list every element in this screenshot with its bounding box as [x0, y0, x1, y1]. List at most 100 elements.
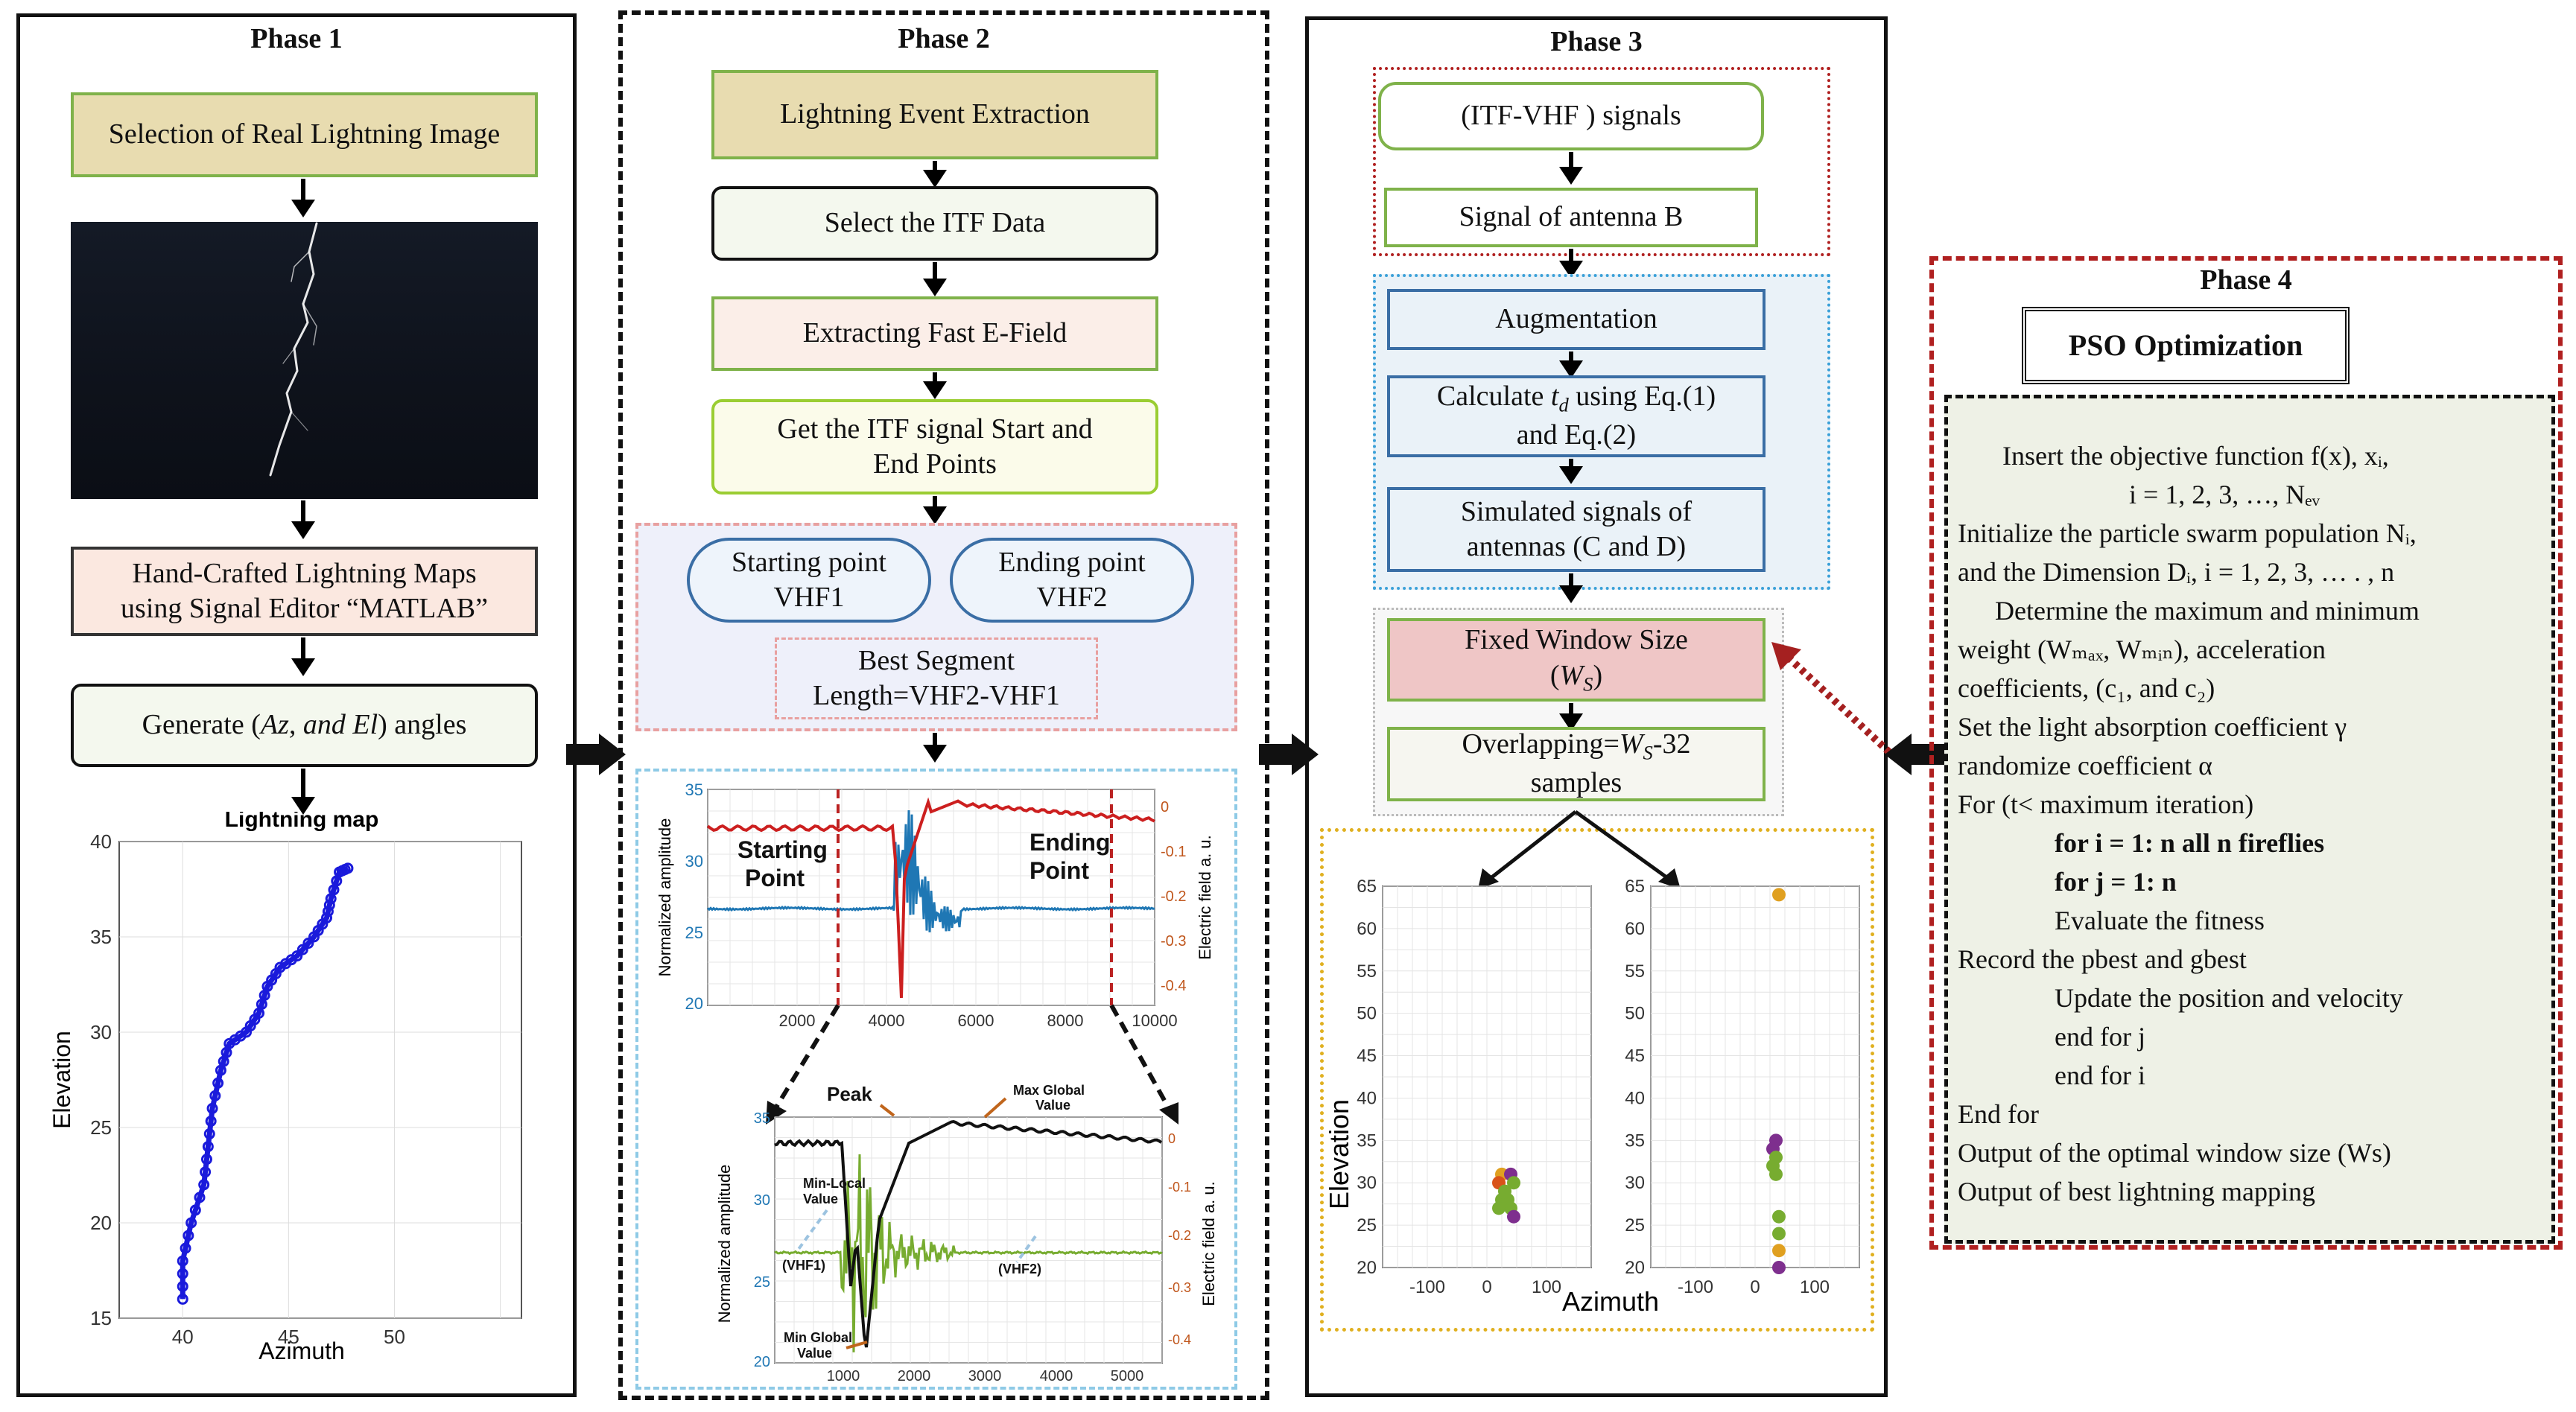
feedback-arrow: [1771, 642, 1892, 755]
phase3-title: Phase 3: [1550, 26, 1643, 57]
arrow-p3-1: [1559, 152, 1583, 185]
starting-point-line2: VHF1: [773, 582, 845, 613]
bot-xtick-3: 4000: [1040, 1368, 1073, 1384]
fixed-window-box: Fixed Window Size (WS): [1387, 618, 1766, 702]
min-local-label-1: Min-Local: [803, 1176, 866, 1191]
map-point-43: [322, 906, 334, 918]
top-ylabel-left: Normalized amplitude: [656, 818, 674, 977]
bot-xtick-0: 1000: [827, 1368, 860, 1384]
min-local-label-2: Value: [803, 1192, 838, 1206]
scatter-ytick-0-5: 40: [1357, 1088, 1377, 1108]
bot-ytick-0: 35: [754, 1110, 770, 1127]
map-point-5: [183, 1230, 194, 1241]
overlapping-box: Overlapping=WS-32 samples: [1387, 727, 1766, 801]
map-xtick-1: 45: [278, 1326, 299, 1348]
scatter-ylabel: Elevation: [1324, 1099, 1354, 1209]
scatter-right-point-8: [1772, 1244, 1786, 1258]
phase2-fast-efield-box: Extracting Fast E-Field: [711, 296, 1158, 371]
scatter-xtick-0-2: 100: [1532, 1277, 1561, 1297]
scatter-ytick-1-7: 30: [1625, 1173, 1645, 1193]
zoom-arrows: [766, 1004, 1178, 1125]
bottom-signal-plot: 35 30 25 20 0 -0.1 -0.2 -0.3 -0.4 1000 2…: [708, 1080, 1229, 1393]
max-global-label-2: Value: [1035, 1098, 1070, 1113]
pso-line-11: for j = 1: n: [2055, 867, 2177, 897]
map-ytick-0: 15: [90, 1307, 112, 1329]
calculate-td-box: Calculate td using Eq.(1) and Eq.(2): [1387, 375, 1766, 457]
scatter-xtick-0-1: 0: [1482, 1277, 1491, 1297]
map-ylabel: Elevation: [48, 1031, 75, 1129]
pso-line-18: Output of the optimal window size (Ws): [1958, 1138, 2391, 1168]
start-end-line1: Get the ITF signal Start and: [777, 413, 1093, 445]
phase1-selection-box: Selection of Real Lightning Image: [71, 92, 538, 177]
phase-arrow-2-3: [1259, 734, 1319, 775]
itf-vhf-box: (ITF-VHF ) signals: [1378, 82, 1764, 150]
overlap-line1: Overlapping=WS-32: [1462, 727, 1691, 766]
bot-xtick-4: 5000: [1111, 1368, 1144, 1384]
top-ytick-0: 35: [685, 782, 703, 799]
simulated-line1: Simulated signals of: [1460, 495, 1693, 527]
top-label-start-1: Starting: [737, 836, 828, 863]
antenna-b-box: Signal of antenna B: [1384, 188, 1758, 247]
scatter-xtick-1-1: 0: [1750, 1277, 1760, 1297]
top-label-start-2: Point: [745, 865, 805, 891]
scatter-right-point-9: [1772, 1261, 1786, 1274]
map-point-0: [177, 1293, 188, 1305]
phase-arrow-1-2: [566, 734, 626, 775]
handcrafted-line1: Hand-Crafted Lightning Maps: [132, 557, 477, 589]
arrow-p1-1: [291, 179, 315, 217]
map-point-6: [185, 1217, 197, 1229]
calculate-sub: d: [1558, 393, 1569, 416]
scatter-ytick-0-0: 65: [1357, 877, 1377, 897]
pso-line-17: End for: [1958, 1099, 2039, 1129]
bot-rtick-3: -0.3: [1168, 1280, 1191, 1295]
scatter-left-point-8: [1492, 1201, 1506, 1215]
top-ytick-2: 25: [685, 923, 703, 942]
map-point-1: [177, 1280, 188, 1292]
pso-line-13: Record the pbest and gbest: [1958, 944, 2247, 974]
scatter-ytick-0-4: 45: [1357, 1046, 1377, 1066]
calculate-line2: and Eq.(2): [1516, 419, 1637, 451]
map-title: Lightning map: [225, 812, 379, 832]
scatter-ytick-1-0: 65: [1625, 877, 1645, 897]
map-ytick-4: 35: [90, 926, 112, 948]
overlap-var: W: [1619, 728, 1643, 760]
top-xtick-0: 2000: [779, 1011, 816, 1030]
map-point-11: [200, 1154, 212, 1165]
map-point-17: [212, 1077, 224, 1089]
top-label-end-2: Point: [1030, 857, 1089, 884]
map-point-4: [180, 1242, 191, 1254]
starting-point-oval: Starting point VHF1: [687, 538, 931, 623]
min-global-label-1: Min Global: [784, 1330, 852, 1345]
top-rtick-2: -0.2: [1161, 888, 1186, 905]
pso-line-14: Update the position and velocity: [2055, 983, 2403, 1013]
handcrafted-line2: using Signal Editor “MATLAB”: [121, 593, 488, 624]
map-point-10: [200, 1166, 212, 1178]
ending-point-line2: VHF2: [1036, 582, 1108, 613]
pso-line-8: randomize coefficient α: [1958, 751, 2213, 780]
phase3-panel: [1305, 16, 1888, 1397]
phase2-extraction-box: Lightning Event Extraction: [711, 70, 1158, 159]
arrow-p3-6: [1559, 703, 1583, 731]
augmentation-box: Augmentation: [1387, 289, 1766, 350]
map-point-38: [302, 938, 314, 950]
map-point-15: [206, 1102, 218, 1114]
top-xtick-1: 4000: [869, 1011, 905, 1030]
max-global-label-1: Max Global: [1013, 1083, 1085, 1098]
lightning-image: [71, 222, 538, 499]
top-ylabel-right: Electric field a. u.: [1196, 835, 1214, 960]
fixed-window-sub: S: [1583, 672, 1593, 696]
bot-xtick-1: 2000: [898, 1368, 931, 1384]
scatter-ytick-0-8: 25: [1357, 1215, 1377, 1236]
phase2-start-end-box: Get the ITF signal Start and End Points: [711, 399, 1158, 494]
pso-line-2: Initialize the particle swarm population…: [1958, 518, 2417, 548]
arrow-p2-2: [923, 262, 947, 296]
phase1-handcrafted-box: Hand-Crafted Lightning Maps using Signal…: [71, 547, 538, 636]
pso-line-19: Output of best lightning mapping: [1958, 1177, 2315, 1206]
top-ytick-3: 20: [685, 994, 703, 1013]
arrow-p3-5: [1559, 573, 1583, 603]
top-xtick-2: 6000: [958, 1011, 994, 1030]
top-xtick-4: 10000: [1132, 1011, 1177, 1030]
bot-ylabel-right: Electric field a. u.: [1199, 1181, 1218, 1306]
